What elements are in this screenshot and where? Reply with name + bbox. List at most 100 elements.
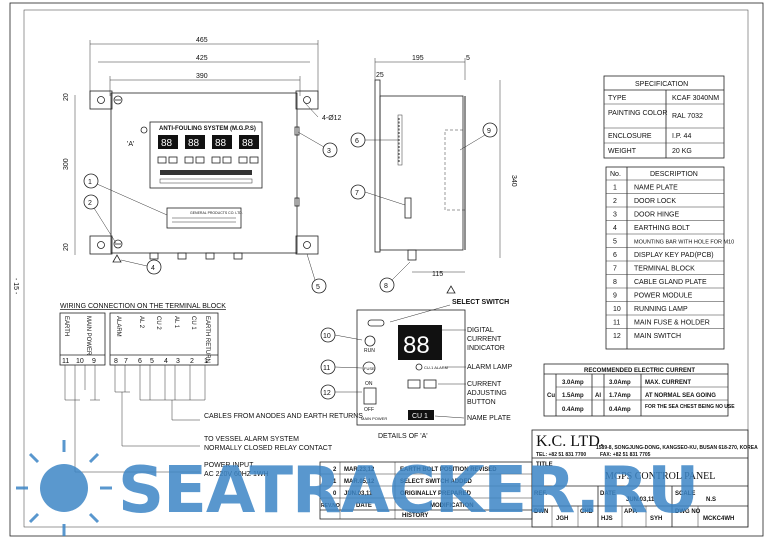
rec-note-0: MAX. CURRENT [645, 380, 691, 386]
display-2-value: 88 [188, 138, 200, 149]
display-pcb-side [397, 114, 403, 166]
hinge-bottom [294, 197, 300, 207]
rev-head-no: REV.NO [321, 503, 340, 509]
panel-title: ANTI-FOULING SYSTEM (M.G.P.S) [159, 126, 256, 132]
parts-row-desc: MAIN SWITCH [634, 333, 681, 340]
app-value: SYH [650, 516, 662, 522]
mount-bar-bl [89, 235, 113, 255]
title-block: K.C. LTD. 1589-8, SONGJUNG-DONG, KANGSEO… [531, 429, 758, 528]
dim-300: 300 [63, 158, 70, 170]
rev-head-mod: MODIFICATION [430, 503, 474, 509]
dwn-value: JGH [556, 516, 568, 522]
watermark: SEATRACKER.RU [16, 440, 699, 536]
rec-cu-2: 0.4Amp [562, 407, 584, 413]
parts-col-no: No. [610, 171, 621, 178]
digital-indicator-label-3: INDICATOR [467, 345, 505, 352]
alarm-lamp [415, 363, 423, 371]
terminal-number: 1 [204, 358, 208, 365]
rec-note-1: AT NORMAL SEA GOING [645, 393, 716, 399]
terminal-label: AL 2 [138, 316, 144, 329]
terminal-label: EARTH [63, 316, 69, 336]
keypad-row [157, 156, 259, 184]
wiring-heading: WIRING CONNECTION ON THE TERMINAL BLOCK [60, 303, 226, 310]
dim-340: 340 [510, 175, 517, 187]
rev-mod-0: EARTH BOLT POSITION REVISED [400, 467, 497, 473]
callout-1: 1 [88, 179, 92, 186]
adjust-button-label-3: BUTTON [467, 399, 496, 406]
display-3 [212, 135, 232, 149]
mount-bar-tr [295, 90, 319, 110]
dim-20-top: 20 [63, 93, 70, 101]
rec-cu-1: 1.5Amp [562, 393, 584, 399]
display-3-value: 88 [215, 138, 227, 149]
rev-no-1: 1 [333, 479, 337, 485]
parts-row-no: 7 [613, 266, 617, 273]
chd-label: CHD [580, 509, 594, 515]
callout-6: 6 [355, 138, 359, 145]
warning-icon [446, 285, 456, 294]
terminal-number: 7 [124, 358, 128, 365]
terminal-label: MAIN POWER [85, 316, 91, 356]
rev-date-2: JUN.03,11 [344, 491, 373, 497]
rec-al-2: 0.4Amp [609, 407, 631, 413]
digital-indicator [398, 325, 442, 360]
terminal-label: AL 1 [173, 316, 179, 329]
terminal-number: 5 [150, 358, 154, 365]
parts-row-desc: DOOR LOCK [634, 198, 676, 205]
parts-col-desc: DESCRIPTION [650, 171, 698, 178]
adjust-button-up [407, 379, 421, 389]
side-mount-bar [374, 79, 381, 253]
sun-logo-icon [16, 440, 112, 536]
dim-20-bottom: 20 [63, 243, 70, 251]
name-plate-detail [408, 410, 434, 420]
callout-balloons: 1 2 3 4 5 6 7 8 9 10 11 12 [83, 122, 498, 400]
terminal-number: 9 [92, 358, 96, 365]
watermark-text: SEATRACKER.RU [118, 454, 698, 528]
select-switch-label: SELECT SWITCH [452, 299, 509, 306]
digital-indicator-label-2: CURRENT [467, 336, 502, 343]
parts-row-desc: NAME PLATE [634, 185, 678, 192]
alarm-small: CU-1 ALARM [424, 365, 448, 370]
hinge-top [294, 126, 300, 136]
door-lock-bottom [113, 239, 123, 249]
date-value: JUN.03,11 [626, 497, 655, 503]
callout-9: 9 [487, 128, 491, 135]
enclosure-side [379, 95, 464, 251]
spec-key-1: PAINTING COLOR [608, 110, 667, 117]
parts-row-desc: MOUNTING BAR WITH HOLE FOR M10 [634, 240, 734, 246]
display-2 [185, 135, 205, 149]
run-lamp-front [140, 126, 148, 134]
front-view: 465 425 390 300 20 20 ANTI-FOULING SYSTE… [63, 37, 342, 263]
mount-hole-label: 4-Ø12 [322, 115, 342, 122]
revision-table: 2 MAR.23,12 EARTH BOLT POSITION REVISED … [319, 461, 533, 520]
date-label: DATE [600, 491, 616, 497]
dwn-label: DWN [534, 509, 548, 515]
door-lock-top [113, 95, 123, 105]
on-label: ON [365, 381, 373, 387]
run-lamp [364, 335, 376, 347]
rec-al-0: 3.0Amp [609, 380, 631, 386]
spec-val-3: 20 KG [672, 148, 692, 155]
scale-value: N.S [706, 497, 716, 503]
parts-row-no: 1 [613, 185, 617, 192]
parts-row-no: 12 [613, 333, 621, 340]
title-label: TITLE [536, 462, 553, 468]
dim-5: 5 [466, 55, 470, 62]
parts-row-no: 6 [613, 252, 617, 259]
inner-border [23, 9, 749, 528]
adjust-button-label-2: ADJUSTING [467, 390, 507, 397]
rev-footer: HISTORY [402, 513, 428, 519]
company-address: 1589-8, SONGJUNG-DONG, KANGSEO-KU, BUSAN… [596, 445, 758, 451]
enclosure-front [110, 92, 298, 254]
rev-date-1: MAR.05,12 [344, 479, 375, 485]
callout-5: 5 [316, 284, 320, 291]
parts-row-no: 5 [613, 239, 617, 246]
ref-label: REF. [534, 491, 547, 497]
rec-cu: Cu [547, 393, 555, 399]
off-label: OFF [364, 407, 374, 413]
parts-row-desc: RUNNING LAMP [634, 306, 688, 313]
parts-row-no: 8 [613, 279, 617, 286]
terminal-number: 3 [176, 358, 180, 365]
parts-row-no: 9 [613, 293, 617, 300]
dim-195: 195 [412, 55, 424, 62]
